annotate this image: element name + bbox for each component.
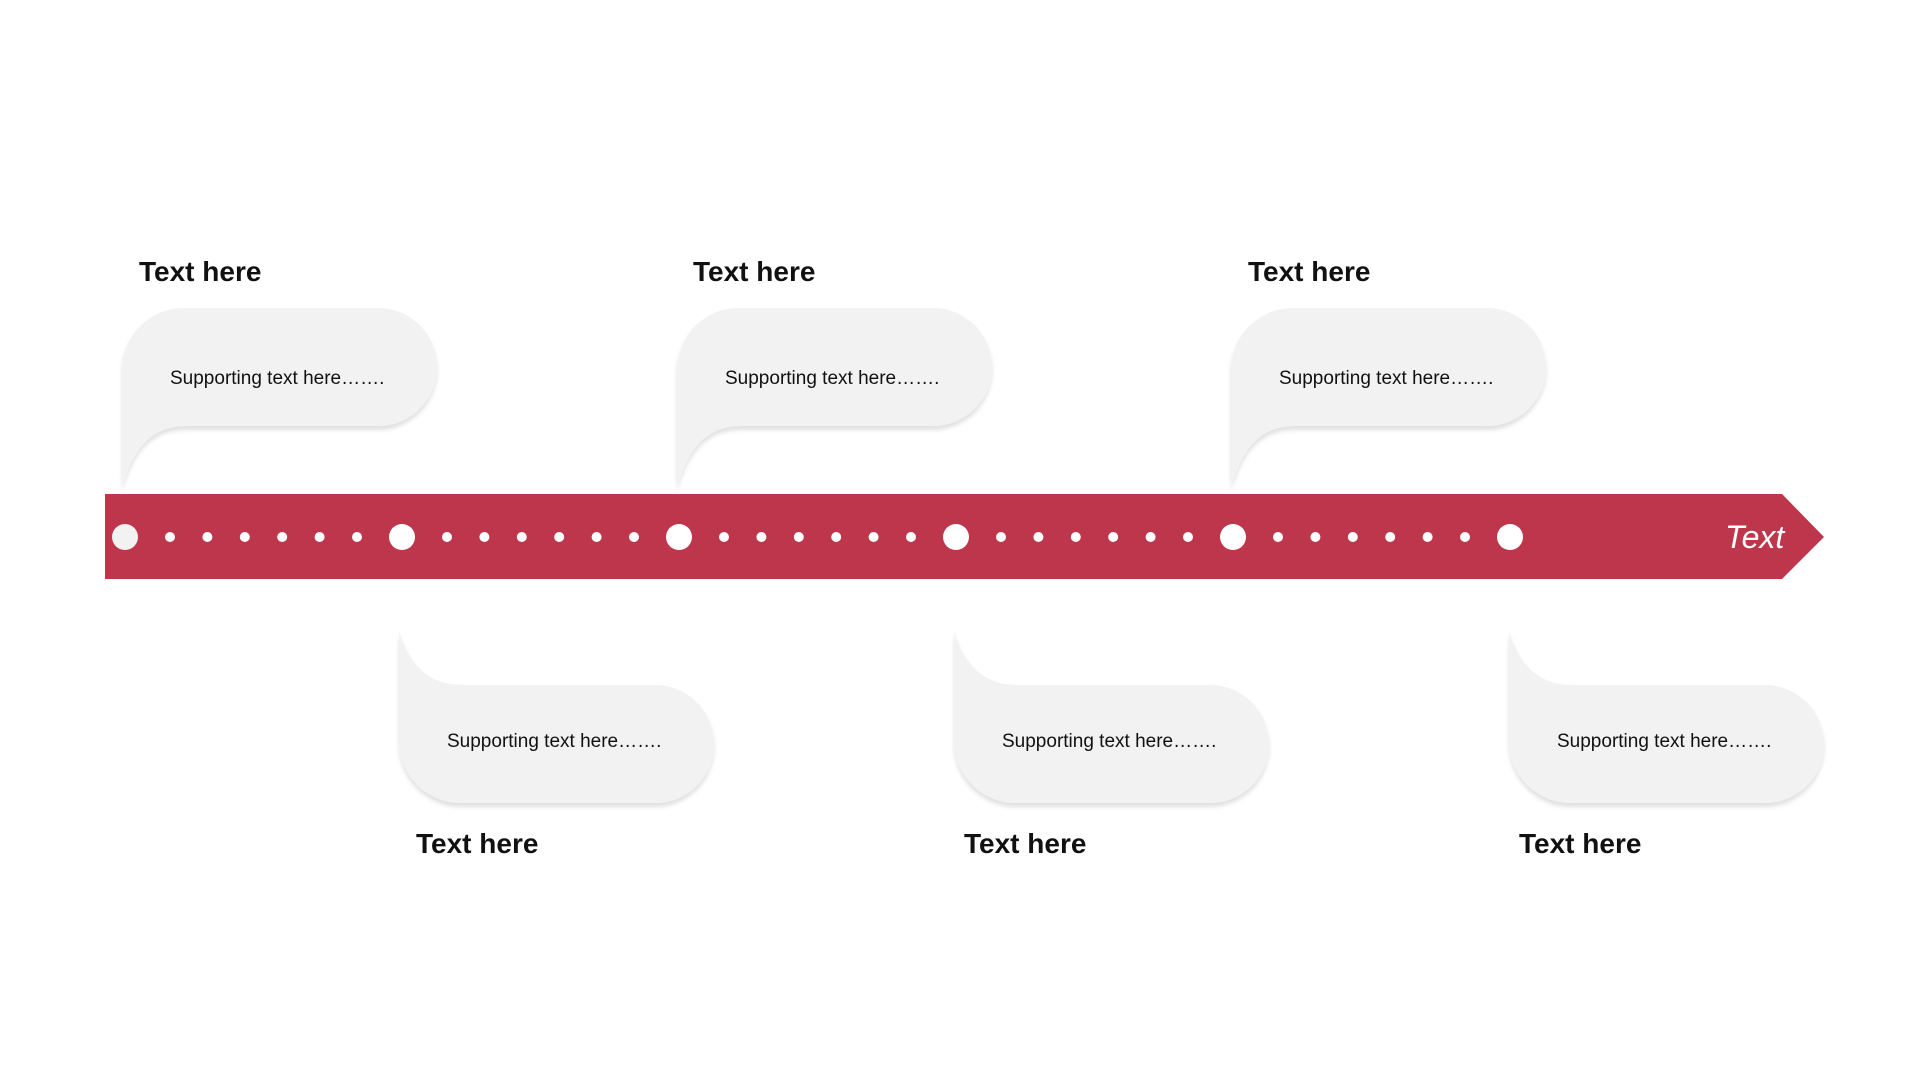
timeline-milestone-dot bbox=[666, 524, 692, 550]
timeline-minor-dot bbox=[516, 532, 527, 542]
timeline-minor-dot bbox=[202, 532, 213, 542]
top-callout-2-support: Supporting text here……. bbox=[725, 368, 940, 389]
timeline-minor-dot bbox=[756, 532, 767, 542]
timeline-minor-dot bbox=[314, 532, 325, 542]
timeline-milestone-dot bbox=[1220, 524, 1246, 550]
bottom-bubble-1 bbox=[398, 631, 714, 804]
timeline-minor-dot bbox=[1347, 532, 1358, 542]
timeline-minor-dot bbox=[165, 532, 175, 542]
timeline-end-label: Text bbox=[1725, 519, 1785, 555]
bottom-callout-2-title: Text here bbox=[964, 828, 1087, 859]
bottom-callout-2-support: Supporting text here……. bbox=[1002, 731, 1217, 752]
timeline-minor-dot bbox=[793, 532, 804, 542]
bottom-callout-1-support: Supporting text here……. bbox=[447, 731, 662, 752]
timeline-minor-dot bbox=[442, 532, 452, 542]
top-callout-3-support: Supporting text here……. bbox=[1279, 368, 1494, 389]
timeline-minor-dot bbox=[1108, 532, 1119, 542]
top-callout-1-support: Supporting text here……. bbox=[170, 368, 385, 389]
timeline-milestone-dot bbox=[389, 524, 415, 550]
timeline-minor-dot bbox=[479, 532, 490, 542]
timeline-minor-dot bbox=[868, 532, 879, 542]
timeline-minor-dot bbox=[591, 532, 602, 542]
top-callout-1-title: Text here bbox=[139, 256, 262, 287]
timeline-minor-dot bbox=[554, 532, 565, 542]
timeline-minor-dot bbox=[831, 532, 842, 542]
bottom-callout-1-title: Text here bbox=[416, 828, 539, 859]
timeline-minor-dot bbox=[629, 532, 639, 542]
timeline-minor-dot bbox=[1460, 532, 1470, 542]
timeline-minor-dot bbox=[1070, 532, 1081, 542]
bottom-bubble-3 bbox=[1509, 631, 1824, 804]
timeline-minor-dot bbox=[277, 532, 288, 542]
timeline-minor-dot bbox=[1422, 532, 1433, 542]
timeline-milestone-dot bbox=[943, 524, 969, 550]
timeline-minor-dot bbox=[1145, 532, 1156, 542]
timeline-minor-dot bbox=[1183, 532, 1193, 542]
timeline-minor-dot bbox=[1310, 532, 1321, 542]
timeline-minor-dot bbox=[906, 532, 916, 542]
timeline-milestone-dot bbox=[112, 524, 138, 550]
timeline-minor-dot bbox=[352, 532, 362, 542]
top-bubble-2 bbox=[677, 307, 992, 488]
bottom-callout-3-title: Text here bbox=[1519, 828, 1642, 859]
timeline-minor-dot bbox=[719, 532, 729, 542]
timeline-dots bbox=[112, 524, 1523, 550]
top-callout-3-title: Text here bbox=[1248, 256, 1371, 287]
bottom-bubble-2 bbox=[954, 631, 1269, 804]
timeline-minor-dot bbox=[996, 532, 1006, 542]
timeline-minor-dot bbox=[1385, 532, 1396, 542]
timeline-minor-dot bbox=[1273, 532, 1283, 542]
timeline-milestone-dot bbox=[1497, 524, 1523, 550]
timeline-minor-dot bbox=[239, 532, 250, 542]
timeline-minor-dot bbox=[1033, 532, 1044, 542]
top-bubble-1 bbox=[122, 307, 437, 488]
top-bubble-3 bbox=[1231, 307, 1546, 488]
bottom-callout-3-support: Supporting text here……. bbox=[1557, 731, 1772, 752]
top-callout-2-title: Text here bbox=[693, 256, 816, 287]
